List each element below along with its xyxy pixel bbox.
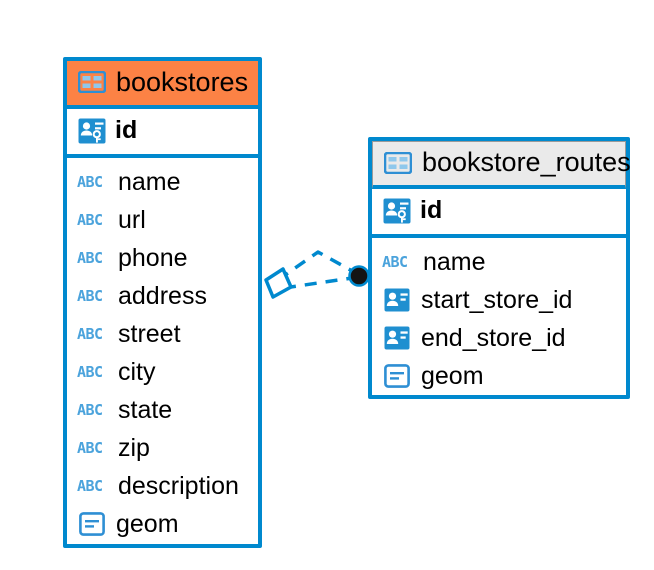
field-row-geom[interactable]: geom [67,505,258,543]
field-row-state[interactable]: ABC state [67,391,258,429]
text-abc-icon: ABC [77,172,103,191]
field-row-geom[interactable]: geom [372,357,626,395]
field-row-url[interactable]: ABC url [67,201,258,239]
field-label: url [118,205,146,234]
field-row-address[interactable]: ABC address [67,277,258,315]
field-row-city[interactable]: ABC city [67,353,258,391]
text-abc-icon: ABC [382,252,408,271]
entity-title: bookstore_routes [422,147,631,177]
table-icon [77,67,107,97]
relationship-line-arc [276,250,355,282]
text-abc-icon: ABC [77,248,103,267]
field-label: zip [118,433,150,462]
field-list-bookstore-routes: ABC name start_store_id [372,238,626,401]
field-label: address [118,281,207,310]
field-row-description[interactable]: ABC description [67,467,258,505]
field-label: state [118,395,173,424]
text-abc-icon: ABC [77,438,103,457]
relationship-line-straight [283,276,353,290]
field-label: phone [118,243,188,272]
field-row-zip[interactable]: ABC zip [67,429,258,467]
entity-header-bookstore-routes: bookstore_routes [372,141,631,189]
field-row-phone[interactable]: ABC phone [67,239,258,277]
field-row-start-store-id[interactable]: start_store_id [372,281,626,319]
relationship-circle-marker [348,265,370,287]
field-label: street [118,319,181,348]
primary-key-row-bookstores[interactable]: id [67,109,258,158]
field-label: geom [421,361,484,390]
text-abc-icon: ABC [77,286,103,305]
primary-key-icon [77,116,107,146]
primary-key-row-bookstore-routes[interactable]: id [372,189,626,238]
field-label: end_store_id [421,323,566,352]
text-abc-icon: ABC [77,476,103,495]
field-label: start_store_id [421,285,573,314]
field-row-end-store-id[interactable]: end_store_id [372,319,626,357]
relationship-diamond-marker [264,267,293,299]
primary-key-icon [382,196,412,226]
geometry-icon [77,509,107,539]
entity-title: bookstores [116,66,249,97]
entity-bookstores[interactable]: bookstores id ABC name [63,57,262,548]
foreign-key-icon [382,323,412,353]
table-icon [383,148,413,178]
field-label: description [118,471,239,500]
entity-header-bookstores: bookstores [67,61,258,109]
field-label: city [118,357,156,386]
field-label: geom [116,509,179,538]
field-row-street[interactable]: ABC street [67,315,258,353]
field-row-name[interactable]: ABC name [67,163,258,201]
geometry-icon [382,361,412,391]
text-abc-icon: ABC [77,400,103,419]
field-label: id [420,196,443,224]
text-abc-icon: ABC [77,324,103,343]
field-list-bookstores: ABC name ABC url ABC phone ABC address A… [67,158,258,549]
text-abc-icon: ABC [77,210,103,229]
text-abc-icon: ABC [77,362,103,381]
field-label: name [423,247,486,276]
field-label: id [115,116,138,144]
field-row-name[interactable]: ABC name [372,243,626,281]
foreign-key-icon [382,285,412,315]
entity-bookstore-routes[interactable]: bookstore_routes id ABC name [368,137,631,401]
field-label: name [118,167,181,196]
